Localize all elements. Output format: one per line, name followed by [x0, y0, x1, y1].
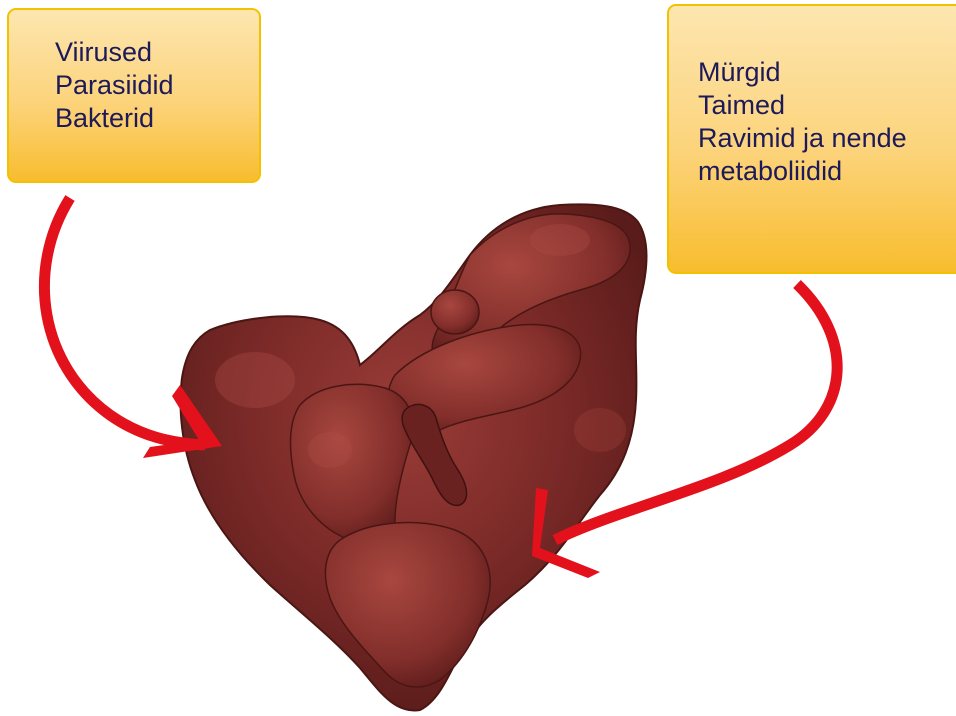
toxin-label: Ravimid ja nende — [698, 122, 956, 155]
toxin-label: Mürgid — [698, 56, 956, 89]
liver-illustration — [181, 204, 647, 710]
liver-lower-lobe — [325, 523, 490, 687]
pathogens-box: Viirused Parasiidid Bakterid — [7, 8, 261, 183]
liver-caudate-lobe — [431, 290, 479, 334]
toxin-label: Taimed — [698, 89, 956, 122]
liver-highlight — [530, 224, 590, 256]
liver-highlight — [308, 432, 352, 468]
liver-highlight — [574, 408, 626, 452]
pathogen-label: Bakterid — [55, 102, 259, 135]
curved-arrow-icon — [44, 198, 222, 458]
liver-highlight — [215, 352, 295, 408]
pathogen-label: Parasiidid — [55, 69, 259, 102]
toxin-label: metaboliidid — [698, 155, 956, 188]
toxins-box: Mürgid Taimed Ravimid ja nende metabolii… — [667, 4, 956, 274]
pathogen-label: Viirused — [55, 36, 259, 69]
